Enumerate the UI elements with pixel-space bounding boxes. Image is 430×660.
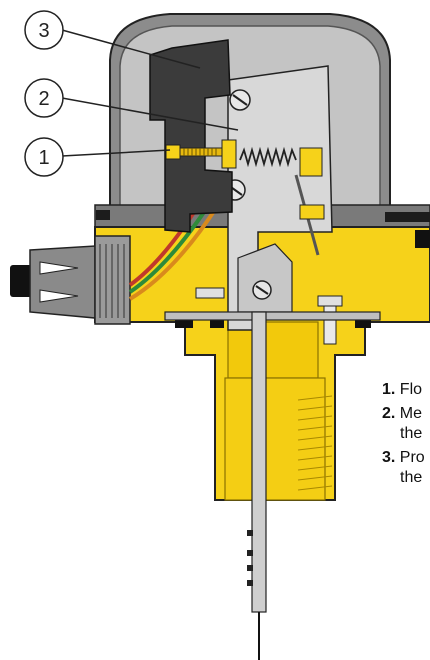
callout-leaders bbox=[61, 29, 239, 157]
legend-item-2-line-1: Me bbox=[399, 405, 423, 422]
legend-item-3-number: 3. bbox=[382, 449, 396, 466]
legend: 1. Flo 2. Me the 3. Pro the bbox=[382, 380, 430, 488]
callout-2-number: 2 bbox=[38, 88, 49, 110]
paddle-stem bbox=[247, 311, 267, 660]
callout-1-number: 1 bbox=[38, 147, 49, 169]
legend-item-3-line-1: Pro bbox=[399, 449, 425, 466]
legend-item-2-number: 2. bbox=[382, 405, 396, 422]
callout-3: 3 bbox=[24, 10, 64, 50]
legend-item-3-line-2: the bbox=[400, 469, 423, 486]
callout-2: 2 bbox=[24, 78, 64, 118]
range-spring bbox=[221, 139, 325, 256]
legend-item-1-number: 1. bbox=[382, 381, 396, 398]
paddle-pivot bbox=[164, 243, 381, 345]
legend-item-2-line-2: the bbox=[400, 425, 423, 442]
legend-item-1: 1. Flo bbox=[382, 380, 430, 400]
legend-item-1-line-1: Flo bbox=[399, 381, 423, 398]
legend-item-2: 2. Me bbox=[382, 404, 430, 424]
micro-switch-body bbox=[149, 39, 233, 233]
adjustment-screw bbox=[165, 144, 223, 160]
callout-1: 1 bbox=[24, 137, 64, 177]
callout-3-number: 3 bbox=[38, 20, 49, 42]
legend-item-3: 3. Pro bbox=[382, 448, 430, 468]
cable-gland bbox=[10, 235, 131, 325]
legend-item-2-cont: the bbox=[382, 424, 430, 444]
legend-item-3-cont: the bbox=[382, 468, 430, 488]
